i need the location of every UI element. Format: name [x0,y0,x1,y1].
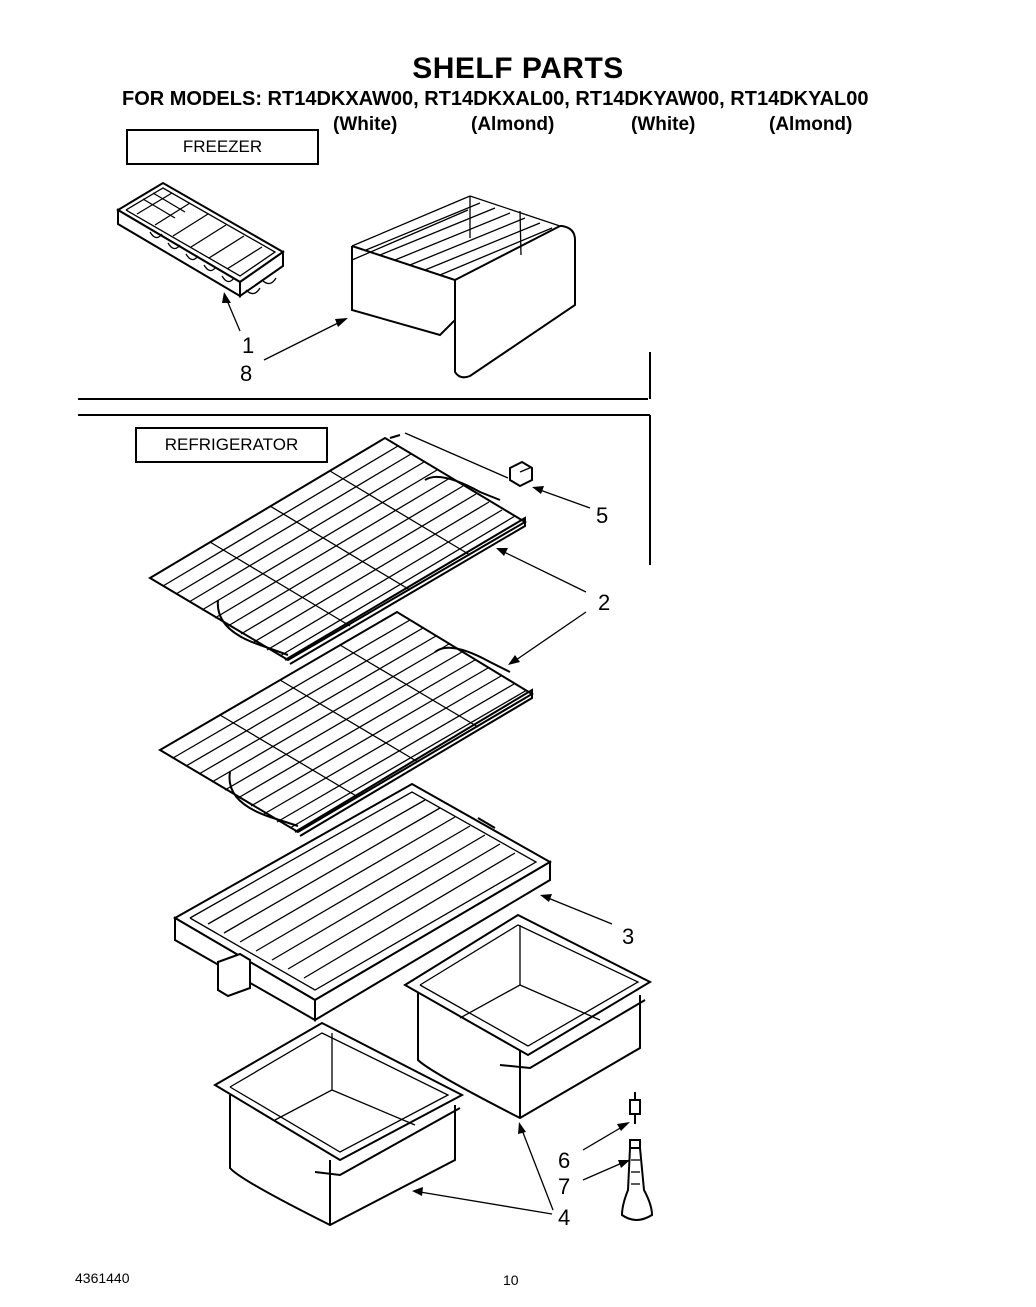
refrigerator-shelf-upper [148,432,527,665]
callout-3: 3 [622,924,635,949]
page-number: 10 [503,1272,519,1288]
crisper-drawer-left [213,1021,465,1227]
page-title: SHELF PARTS [412,52,624,85]
callout-1: 1 [242,333,255,358]
leveling-leg [620,1092,654,1221]
model-color-4: (Almond) [769,114,853,135]
refrigerator-section-label: REFRIGERATOR [135,427,328,463]
freezer-shelf [351,195,576,379]
document-number: 4361440 [75,1270,130,1286]
refrigerator-shelf-lower [158,610,534,837]
freezer-section-label: FREEZER [126,129,319,165]
shelf-stop [509,460,533,488]
callout-8: 8 [240,361,253,386]
callout-4: 4 [558,1205,571,1230]
freezer-leaders [222,292,348,361]
refrigerator-leaders [412,486,630,1215]
callout-5: 5 [596,503,609,528]
section-dividers [78,352,651,565]
crisper-drawer-right [403,913,653,1120]
callout-2: 2 [598,590,611,615]
model-color-1: (White) [333,114,398,135]
ice-cube-tray [116,181,285,298]
models-line: FOR MODELS: RT14DKXAW00, RT14DKXAL00, RT… [122,88,869,110]
callout-7: 7 [558,1174,571,1199]
model-color-2: (Almond) [471,114,555,135]
callout-6: 6 [558,1148,571,1173]
model-color-3: (White) [631,114,696,135]
crisper-cover [172,782,553,1022]
